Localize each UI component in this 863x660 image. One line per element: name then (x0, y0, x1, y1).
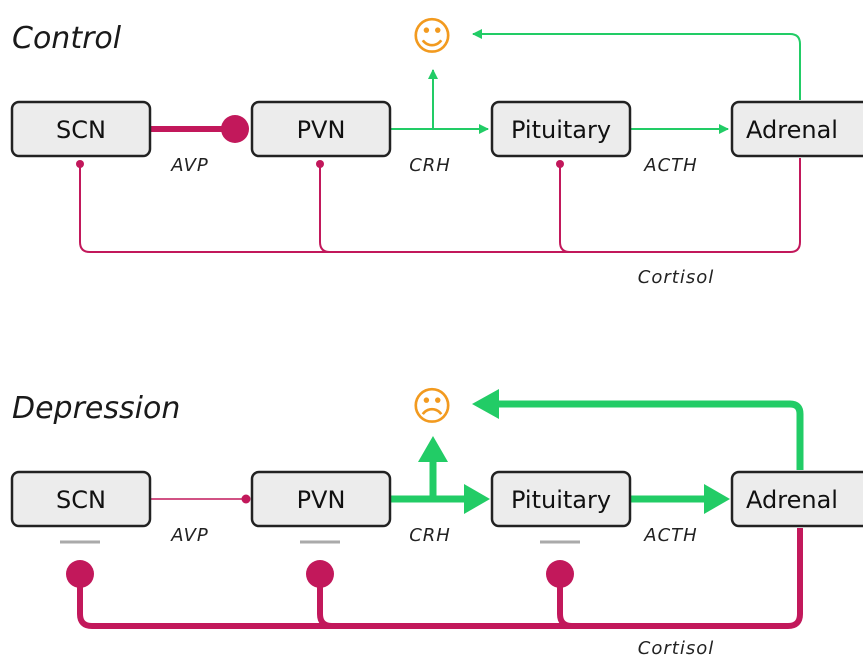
crh-to-mood-arrowhead (418, 436, 448, 462)
signal-label-avp: AVP (170, 155, 209, 176)
node-pituitary-depression: Pituitary (490, 470, 632, 528)
avp-terminal-dot (241, 494, 251, 504)
crh-arrowhead (464, 484, 490, 514)
node-label: PVN (297, 486, 346, 514)
node-label: Adrenal (746, 116, 838, 144)
node-label: Pituitary (511, 116, 611, 144)
avp-connector-control (150, 115, 249, 143)
signal-label-crh: CRH (409, 525, 451, 546)
cortisol-to-mood-arrow (472, 29, 801, 100)
acth-arrowhead (704, 484, 730, 514)
feedback-dot-scn (66, 560, 94, 588)
avp-connector-depression (150, 494, 251, 504)
feedback-dot-pvn (316, 160, 324, 168)
smiley-face-icon: ☺ (411, 14, 453, 60)
feedback-dot-pituitary (546, 560, 574, 588)
node-label: PVN (297, 116, 346, 144)
stimulatory-pathways-depression (390, 389, 804, 514)
signal-label-avp: AVP (170, 525, 209, 546)
signal-label-cortisol: Cortisol (638, 638, 714, 659)
feedback-dot-scn (76, 160, 84, 168)
node-label: Adrenal (746, 486, 838, 514)
node-scn-control: SCN (10, 100, 152, 158)
signal-label-crh: CRH (409, 155, 451, 176)
signal-label-cortisol: Cortisol (638, 267, 714, 288)
node-label: SCN (56, 486, 106, 514)
cortisol-feedback-depression (77, 528, 803, 629)
node-label: Pituitary (511, 486, 611, 514)
panel-title-depression: Depression (12, 391, 180, 426)
feedback-dot-pvn (306, 560, 334, 588)
depression-panel: Depression ☹ (10, 384, 863, 659)
avp-terminal-dot (221, 115, 249, 143)
stimulatory-pathways-control (390, 29, 801, 134)
signal-label-acth: ACTH (643, 155, 697, 176)
cortisol-feedback-control (79, 158, 801, 253)
node-adrenal-control: Adrenal (730, 100, 863, 158)
cortisol-to-mood-arrowhead (472, 389, 499, 419)
feedback-dot-pituitary (556, 160, 564, 168)
node-pituitary-control: Pituitary (490, 100, 632, 158)
frowning-face-icon: ☹ (411, 384, 453, 430)
node-label: SCN (56, 116, 106, 144)
signal-label-acth: ACTH (643, 525, 697, 546)
node-scn-depression: SCN (10, 470, 152, 528)
node-adrenal-depression: Adrenal (730, 470, 863, 528)
node-pvn-control: PVN (250, 100, 392, 158)
node-pvn-depression: PVN (250, 470, 392, 528)
panel-title-control: Control (12, 21, 122, 56)
control-panel: Control ☺ SCN PVN (10, 14, 863, 288)
